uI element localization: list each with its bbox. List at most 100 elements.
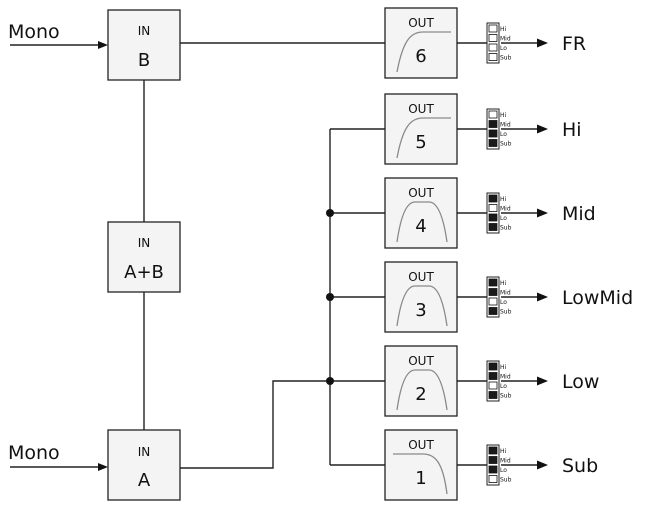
output-destination-label: Hi (562, 119, 582, 141)
band-switch-frame[interactable] (486, 192, 500, 234)
destination-arrowhead (537, 460, 548, 470)
band-switch-label: Sub (500, 309, 512, 316)
band-switch-slot-sub[interactable] (488, 391, 498, 399)
band-switch-label: Mid (500, 206, 511, 213)
band-switch-label: Hi (500, 196, 507, 203)
band-switch-frame[interactable] (486, 444, 500, 486)
output-number: 5 (415, 132, 426, 153)
bandpass-curve (396, 369, 448, 411)
input-ab-box[interactable] (107, 221, 181, 293)
band-switch-slot-hi[interactable] (488, 278, 498, 287)
output-number: 3 (415, 300, 426, 321)
output-caption: OUT (408, 186, 434, 200)
band-switch-slot-sub[interactable] (488, 139, 498, 147)
output-destination-label: Mid (562, 203, 596, 225)
output-number: 4 (415, 216, 426, 237)
band-switch-label: Hi (500, 26, 507, 33)
output-box[interactable] (384, 261, 458, 333)
input-a-caption: IN (138, 445, 151, 459)
band-switch-frame[interactable] (486, 360, 500, 402)
band-switch-slot-mid[interactable] (488, 456, 498, 464)
input-a-box[interactable] (107, 429, 181, 501)
band-switch-label: Mid (500, 290, 511, 297)
band-switch-slot-lo[interactable] (488, 465, 498, 474)
highpass-curve (396, 117, 451, 159)
lowpass-curve (393, 453, 448, 495)
band-switch-slot-hi[interactable] (488, 110, 498, 119)
band-switch-slot-mid[interactable] (488, 372, 498, 380)
band-switch-frame[interactable] (486, 22, 500, 64)
band-switch-slot-hi[interactable] (488, 362, 498, 371)
input-block-a[interactable]: IN A (107, 429, 181, 501)
band-switch-label: Sub (500, 225, 512, 232)
input-block-ab[interactable]: IN A+B (107, 221, 181, 293)
band-switch-slot-mid[interactable] (488, 204, 498, 212)
band-switch-slot-lo[interactable] (488, 381, 498, 390)
output-number: 6 (415, 46, 426, 67)
output-number: 1 (415, 468, 426, 489)
destination-arrowhead (537, 124, 548, 134)
band-switch-label: Mid (500, 458, 511, 465)
output-box[interactable] (384, 345, 458, 417)
junction-dot (326, 293, 334, 301)
band-switch-slot-hi[interactable] (488, 446, 498, 455)
band-switch-label: Mid (500, 36, 511, 43)
input-ab-caption: IN (138, 236, 151, 250)
band-switch-slot-sub[interactable] (488, 53, 498, 61)
output-number: 2 (415, 384, 426, 405)
output-destination-label: FR (562, 33, 586, 55)
band-switch-label: Lo (500, 45, 507, 52)
band-switch-label: Lo (500, 131, 507, 138)
band-switch-frame[interactable] (486, 276, 500, 318)
input-b-box[interactable] (107, 9, 181, 81)
input-a-source-label: Mono (8, 442, 60, 464)
band-switch-slot-lo[interactable] (488, 213, 498, 222)
band-switch-slot-mid[interactable] (488, 34, 498, 42)
input-b-source-label: Mono (8, 21, 60, 43)
input-a-name: A (138, 470, 151, 491)
input-a-arrowhead (98, 463, 108, 471)
output-caption: OUT (408, 354, 434, 368)
band-switch-label: Hi (500, 364, 507, 371)
band-switch-slot-hi[interactable] (488, 194, 498, 203)
band-switch-label: Lo (500, 299, 507, 306)
wiring (10, 41, 385, 471)
input-b-arrowhead (98, 41, 108, 49)
band-switch-label: Hi (500, 448, 507, 455)
band-switch-slot-lo[interactable] (488, 129, 498, 138)
destination-arrowhead (537, 376, 548, 386)
band-switch-slot-mid[interactable] (488, 120, 498, 128)
band-switch-slot-sub[interactable] (488, 307, 498, 315)
band-switch-label: Lo (500, 215, 507, 222)
output-destination-label: Sub (562, 455, 598, 477)
outputs-layer: OUT6HiMidLoSubFROUT5HiMidLoSubHiOUT4HiMi… (384, 7, 633, 501)
band-switch-slot-sub[interactable] (488, 475, 498, 483)
band-switch-slot-hi[interactable] (488, 24, 498, 33)
input-block-b[interactable]: IN B (107, 9, 181, 81)
output-box[interactable] (384, 7, 458, 79)
band-switch-label: Hi (500, 112, 507, 119)
band-switch-frame[interactable] (486, 108, 500, 150)
highpass-curve (396, 31, 451, 73)
junction-dot (326, 209, 334, 217)
band-switch-label: Hi (500, 280, 507, 287)
band-switch-label: Sub (500, 393, 512, 400)
band-switch-slot-mid[interactable] (488, 288, 498, 296)
input-ab-name: A+B (124, 262, 164, 283)
band-switch-slot-sub[interactable] (488, 223, 498, 231)
band-switch-slot-lo[interactable] (488, 297, 498, 306)
band-switch-slot-lo[interactable] (488, 43, 498, 52)
